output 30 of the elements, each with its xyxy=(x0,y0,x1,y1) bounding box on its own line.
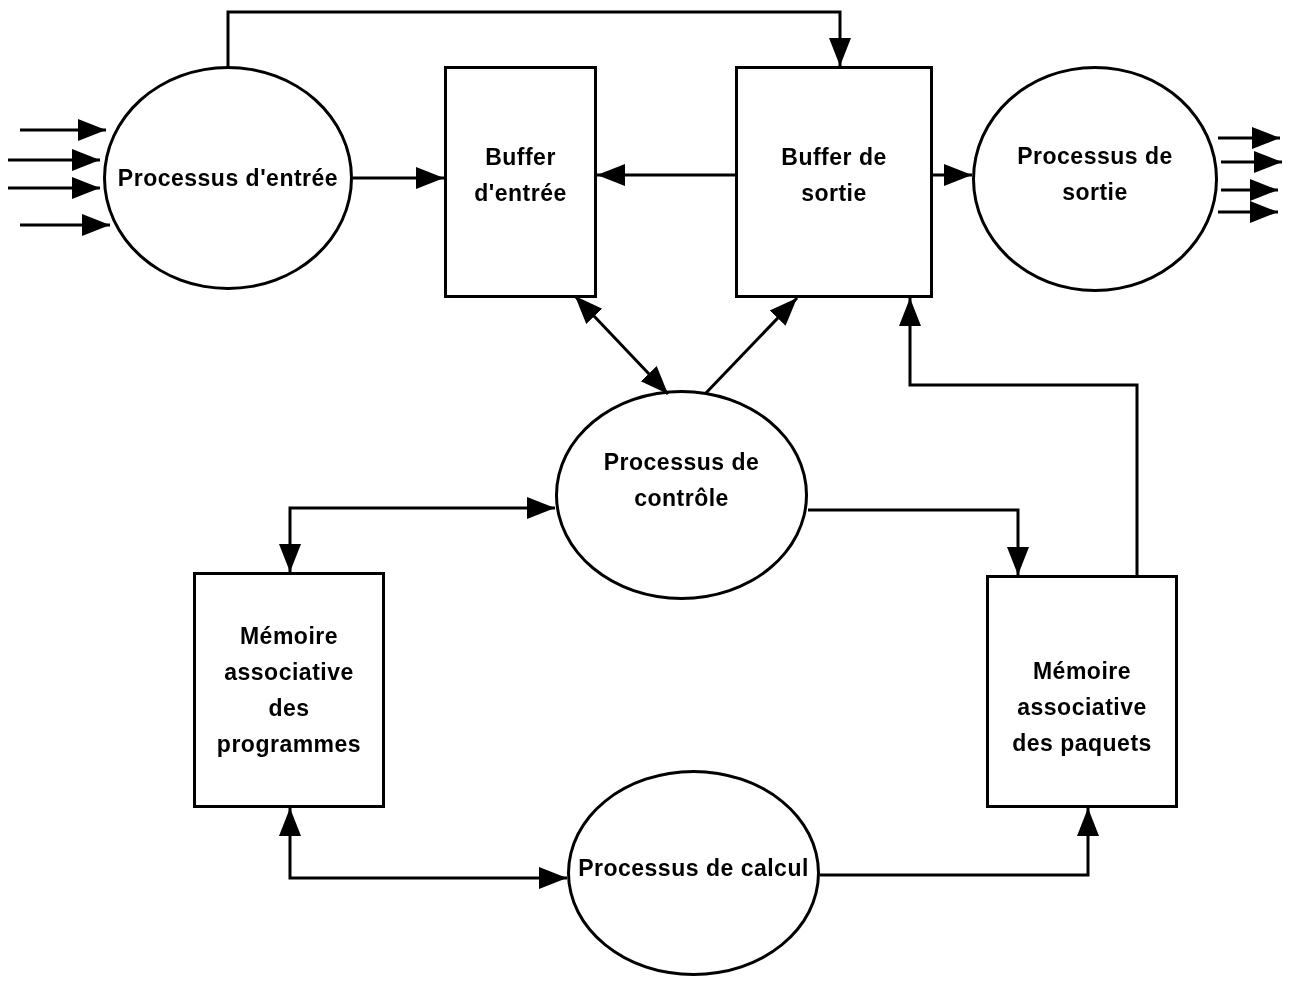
arrow xyxy=(808,508,1029,575)
node-label: Processus de calcul xyxy=(577,854,810,883)
arrow xyxy=(1221,151,1282,173)
arrow xyxy=(279,808,567,889)
arrow xyxy=(1218,127,1280,149)
arrow xyxy=(20,214,110,236)
node-label: Mémoire associative des programmes xyxy=(215,622,363,759)
node-label: Buffer de sortie xyxy=(780,143,888,208)
arrow xyxy=(279,497,555,572)
buffer-box xyxy=(193,572,385,808)
buffer-box xyxy=(735,66,933,298)
arrow xyxy=(20,119,106,141)
node-label: Processus de sortie xyxy=(1016,142,1174,207)
arrow xyxy=(353,167,444,189)
arrow xyxy=(1218,201,1278,223)
node-label: Mémoire associative des paquets xyxy=(1011,656,1153,758)
arrow xyxy=(8,177,100,199)
arrow xyxy=(8,149,100,171)
buffer-box xyxy=(444,66,597,298)
arrow xyxy=(899,298,1139,575)
arrow xyxy=(226,10,851,66)
buffer-box xyxy=(986,575,1178,808)
node-label: Processus d'entrée xyxy=(116,164,340,193)
arrow xyxy=(1221,179,1278,201)
arrow xyxy=(933,164,972,186)
arrow xyxy=(597,164,735,186)
arrow xyxy=(820,808,1099,877)
arrow xyxy=(703,296,799,396)
node-label: Buffer d'entrée xyxy=(473,143,568,208)
node-label: Processus de contrôle xyxy=(602,448,761,513)
